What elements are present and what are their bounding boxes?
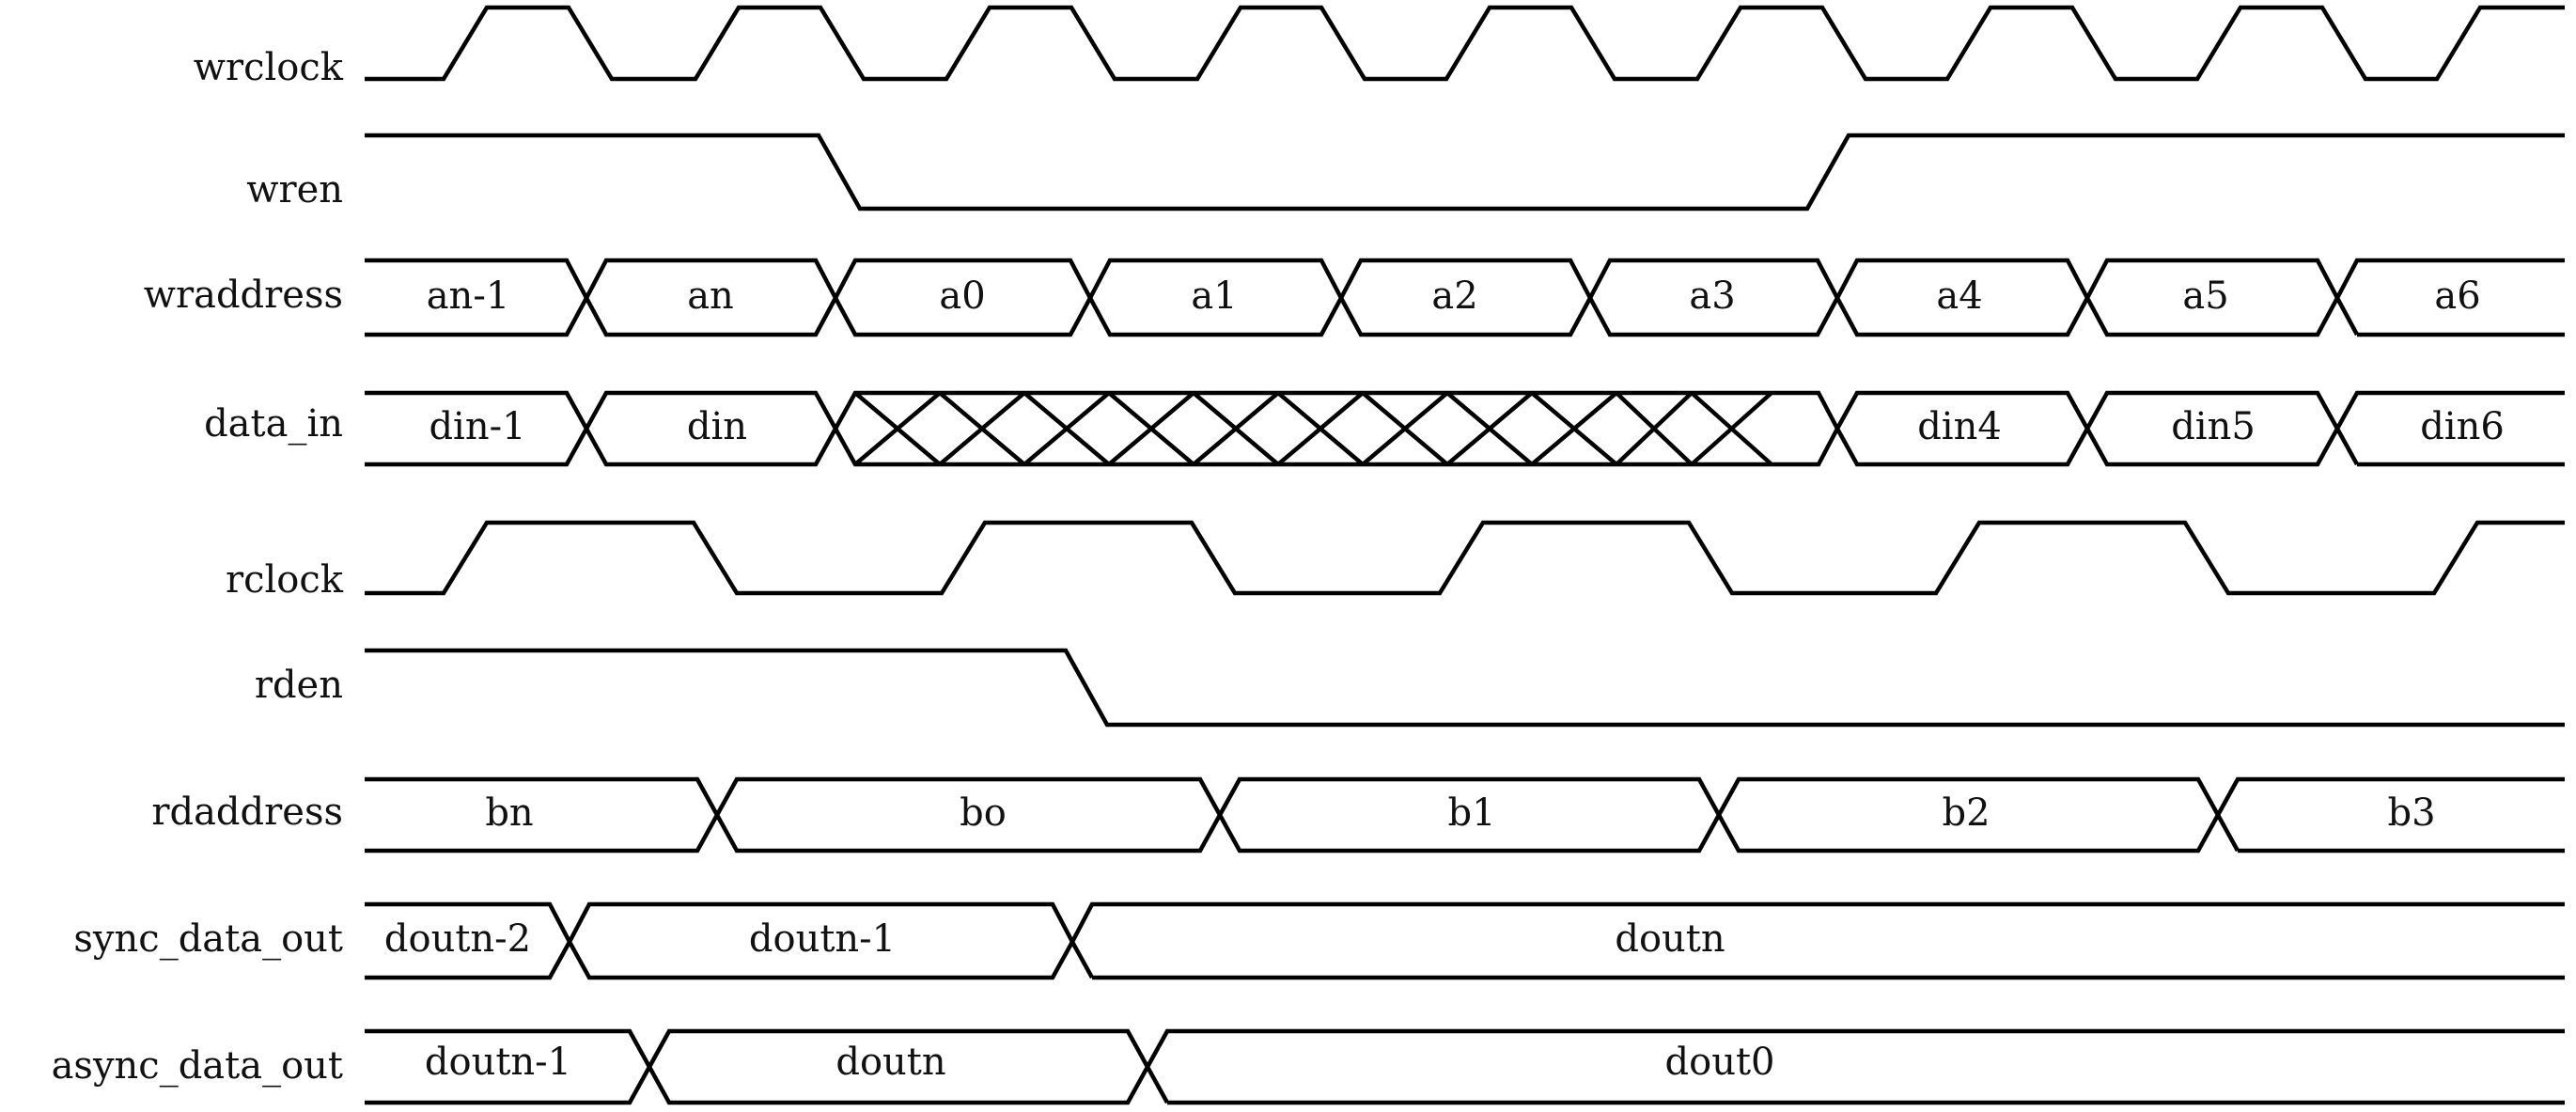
wraddress-value: a6	[2434, 274, 2480, 318]
data-in-value: din5	[2171, 405, 2256, 448]
sync-data-out-value: doutn-1	[749, 917, 896, 961]
signal-label-wrclock: wrclock	[194, 46, 344, 89]
signal-label-rdaddress: rdaddress	[151, 791, 343, 834]
wraddress-value: an	[687, 274, 734, 318]
signal-label-wraddress: wraddress	[144, 274, 343, 317]
async-data-out-value: doutn-1	[425, 1041, 571, 1084]
wraddress-value: a0	[939, 274, 985, 318]
wraddress-values: an-1 an a0 a1 a2 a3 a4 a5 a6	[427, 274, 2481, 318]
rden-waveform	[365, 648, 2565, 728]
data-in-waveform	[365, 390, 2565, 467]
wraddress-value: a4	[1936, 274, 1982, 318]
sync-data-out-value: doutn-2	[384, 917, 531, 961]
wraddress-value: a5	[2182, 274, 2228, 318]
rdaddress-values: bn bo b1 b2 b3	[485, 791, 2435, 835]
wrclock-waveform	[365, 5, 2565, 82]
rdaddress-waveform	[365, 776, 2565, 854]
signal-label-sync-data-out: sync_data_out	[73, 917, 343, 961]
wraddress-value: a2	[1431, 274, 1477, 318]
data-in-value: din4	[1917, 405, 2002, 448]
signal-label-data-in: data_in	[204, 402, 343, 446]
data-in-value: din-1	[429, 405, 525, 448]
async-data-out-value: dout0	[1665, 1041, 1775, 1084]
data-in-value: din	[687, 405, 747, 448]
data-in-values: din-1 din din4 din5 din6	[429, 405, 2504, 448]
sync-data-out-values: doutn-2 doutn-1 doutn	[384, 917, 1725, 961]
signal-label-async-data-out: async_data_out	[52, 1044, 343, 1088]
wraddress-value: a1	[1191, 274, 1237, 318]
async-data-out-waveform	[365, 1028, 2565, 1105]
rdaddress-value: b3	[2387, 791, 2435, 835]
rdaddress-value: b1	[1447, 791, 1495, 835]
rclock-waveform	[365, 520, 2565, 596]
rdaddress-value: b2	[1942, 791, 1990, 835]
wraddress-value: an-1	[427, 274, 510, 318]
data-in-value: din6	[2420, 405, 2505, 448]
wraddress-waveform	[365, 258, 2565, 337]
data-in-undefined-crosses	[853, 391, 1773, 466]
signal-label-rclock: rclock	[226, 558, 344, 602]
rdaddress-value: bn	[485, 791, 533, 835]
async-data-out-value: doutn	[835, 1041, 945, 1084]
sync-data-out-waveform	[365, 901, 2565, 980]
signal-label-wren: wren	[246, 168, 343, 211]
wraddress-value: a3	[1689, 274, 1735, 318]
sync-data-out-value: doutn	[1615, 917, 1725, 961]
async-data-out-values: doutn-1 doutn dout0	[425, 1041, 1775, 1084]
signal-label-rden: rden	[255, 664, 343, 707]
wren-waveform	[365, 133, 2565, 211]
rdaddress-value: bo	[960, 791, 1007, 835]
